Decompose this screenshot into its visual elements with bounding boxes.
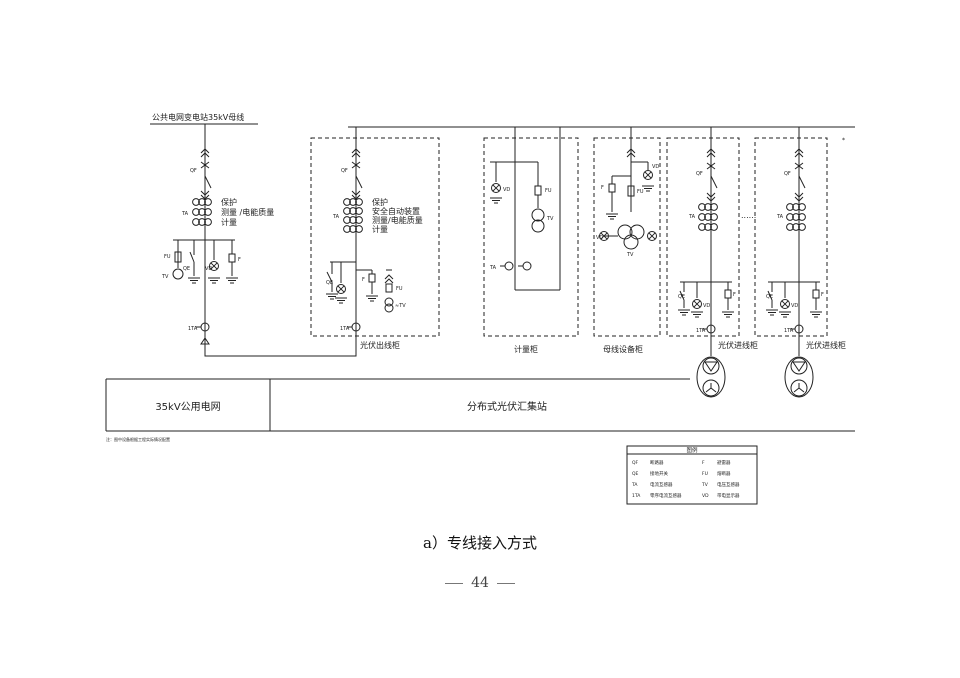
svg-text:TV: TV (546, 216, 554, 222)
svg-text:VD: VD (702, 493, 709, 499)
svg-text:TA: TA (776, 214, 784, 220)
svg-text:VD: VD (703, 303, 710, 309)
svg-text:1TA: 1TA (696, 328, 706, 334)
svg-text:≈TV: ≈TV (395, 303, 406, 309)
svg-text:TA: TA (631, 482, 638, 488)
svg-text:VD: VD (503, 187, 510, 193)
protection-label: 保护 (221, 197, 237, 207)
zone-label-pv-station: 分布式光伏汇集站 (467, 400, 547, 413)
left-dash (445, 582, 464, 584)
svg-text:TV: TV (626, 252, 634, 258)
svg-text:带电显示器: 带电显示器 (717, 492, 740, 499)
metering-label: 计量 (221, 217, 237, 227)
legend-row: QE 接地开关 FU 熔断器 (632, 470, 731, 477)
cabinet-label-inlet-2: 光伏进线柜 (806, 340, 846, 350)
svg-text:FU: FU (637, 189, 644, 195)
svg-text:TA: TA (688, 214, 696, 220)
svg-text:FU: FU (396, 286, 403, 292)
svg-text:TA: TA (332, 214, 340, 220)
bus-title: 公共电网变电站35kV母线 (152, 112, 244, 122)
svg-text:电压互感器: 电压互感器 (717, 481, 740, 488)
cabinet-label-meter: 计量柜 (514, 344, 538, 354)
diagram-note: 注：图中设备根据工程实际情况配置 (106, 436, 170, 442)
svg-text:断路器: 断路器 (650, 459, 664, 466)
svg-text:接地开关: 接地开关 (650, 470, 668, 477)
ct-set (192, 198, 212, 226)
cabinet-label-busbar: 母线设备柜 (603, 344, 643, 354)
legend-row: TA 电流互感器 TV 电压互感器 (631, 481, 740, 488)
svg-text:F: F (362, 277, 365, 283)
svg-text:QE: QE (326, 280, 333, 286)
svg-text:TV: TV (701, 482, 709, 488)
svg-text:1TA: 1TA (784, 328, 794, 334)
continuation-dots: ...... (741, 211, 756, 220)
breaker-contact (204, 175, 212, 189)
svg-text:QE: QE (678, 294, 685, 300)
svg-text:FU: FU (545, 188, 552, 194)
page-number: 44 (471, 575, 489, 591)
legend-title: 图例 (686, 446, 698, 454)
cabinet-label-outlet: 光伏出线柜 (360, 340, 400, 350)
svg-text:1TA: 1TA (188, 326, 198, 332)
svg-text:电流互感器: 电流互感器 (650, 481, 673, 488)
svg-text:QF: QF (632, 460, 639, 466)
svg-text:保护: 保护 (372, 197, 388, 207)
metering-cabinet: VD FU TV TA 计量柜 (483, 127, 579, 354)
svg-text:*: * (842, 137, 845, 144)
svg-text:F: F (601, 185, 604, 191)
cabinet-label-inlet-1: 光伏进线柜 (718, 340, 758, 350)
svg-text:FU: FU (702, 471, 708, 477)
interconnect-cable (204, 344, 357, 357)
grid-feeder: 公共电网变电站35kV母线 QF TA 保护 测量 /电能质量 计量 FU TV… (150, 112, 274, 345)
svg-text:1TA: 1TA (632, 493, 641, 499)
measure-label: 测量 /电能质量 (221, 207, 274, 217)
svg-text:VD: VD (205, 266, 212, 272)
svg-text:F: F (238, 257, 241, 263)
svg-text:避雷器: 避雷器 (717, 459, 731, 466)
svg-text:安全自动装置: 安全自动装置 (372, 206, 420, 216)
svg-text:QF: QF (696, 171, 703, 177)
svg-text:计量: 计量 (372, 224, 388, 234)
figure-caption: a）专线接入方式 (423, 534, 537, 552)
svg-text:QE: QE (183, 266, 190, 272)
svg-text:熔断器: 熔断器 (717, 470, 731, 477)
svg-text:QE: QE (766, 294, 773, 300)
svg-text:QF: QF (341, 168, 348, 174)
svg-text:TA: TA (181, 211, 189, 217)
page-number-row: 44 (0, 575, 960, 591)
svg-text:QF: QF (784, 171, 791, 177)
svg-text:TV: TV (161, 274, 169, 280)
svg-text:VD: VD (791, 303, 798, 309)
svg-text:测量/电能质量: 测量/电能质量 (372, 215, 423, 225)
right-dash (496, 582, 515, 584)
svg-text:QE: QE (632, 471, 639, 477)
pv-inlet-cabinet-1: QF TA QE VD F 1TA 光伏进线柜 (666, 127, 758, 398)
legend-row: QF 断路器 F 避雷器 (632, 459, 731, 466)
pv-inlet-cabinet-2: QF TA QE VD F 1TA 光伏进线柜 (754, 127, 846, 398)
legend-row: 1TA 零序电流互感器 VD 带电显示器 (632, 492, 740, 499)
zone-label-grid: 35kV公用电网 (155, 400, 220, 413)
qf-label: QF (190, 168, 197, 174)
svg-text:TA: TA (489, 265, 497, 271)
busbar-equipment-cabinet: VD F FU VD TV 母线设备柜 (593, 127, 661, 354)
pv-outlet-cabinet: QF TA 保护 安全自动装置 测量/电能质量 计量 QE F FU ≈TV 1… (310, 127, 440, 350)
legend: 图例 QF 断路器 F 避雷器 QE 接地开关 FU 熔断器 TA 电流互感器 … (626, 445, 758, 505)
svg-text:F: F (702, 460, 705, 466)
svg-text:F: F (733, 292, 736, 298)
svg-text:FU: FU (164, 254, 171, 260)
svg-text:F: F (821, 292, 824, 298)
svg-text:VD: VD (652, 164, 659, 170)
svg-text:1TA: 1TA (340, 326, 350, 332)
svg-text:零序电流互感器: 零序电流互感器 (650, 492, 682, 499)
zone-boundary: 35kV公用电网 分布式光伏汇集站 (105, 378, 855, 432)
svg-text:VD: VD (596, 235, 603, 241)
